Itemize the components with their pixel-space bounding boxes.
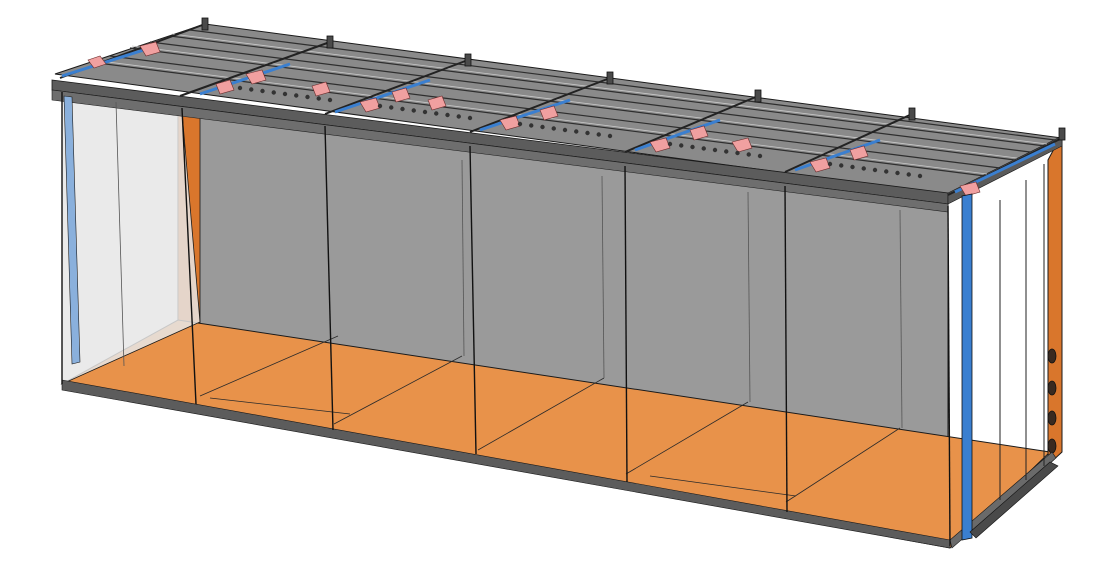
bolt xyxy=(724,149,729,154)
bracket xyxy=(649,137,671,153)
bolt xyxy=(411,108,416,113)
right-blue-post xyxy=(961,193,973,541)
bolt xyxy=(377,103,383,109)
bracket xyxy=(427,95,447,111)
bolt xyxy=(574,129,579,134)
bracket xyxy=(215,79,235,95)
bolt xyxy=(850,164,855,170)
bolt xyxy=(422,109,428,115)
bolt xyxy=(701,146,706,151)
bolt xyxy=(607,133,613,139)
bracket xyxy=(245,69,267,85)
lift-lugs xyxy=(201,17,1066,141)
right-end-frames xyxy=(999,164,1045,500)
bolt xyxy=(884,169,889,174)
bolt xyxy=(517,121,523,127)
lift-lug xyxy=(908,107,916,121)
bolt xyxy=(757,153,763,159)
bracket xyxy=(139,41,161,57)
bolt xyxy=(400,106,405,112)
bracket xyxy=(391,87,411,103)
right-end-frame-base xyxy=(969,461,1059,539)
bolt xyxy=(271,90,276,95)
bolt xyxy=(861,166,866,171)
bottom-frame-front xyxy=(61,379,951,549)
bolt xyxy=(294,93,299,98)
bolt xyxy=(389,105,394,110)
bracket xyxy=(809,157,831,173)
port-hole xyxy=(1047,410,1057,426)
bolt xyxy=(249,87,254,92)
bracket xyxy=(849,145,869,161)
bolt xyxy=(679,143,684,148)
bolt xyxy=(456,114,461,119)
bolt xyxy=(529,123,534,128)
port-hole xyxy=(1047,380,1057,396)
bracket xyxy=(689,125,709,141)
bracket xyxy=(959,181,981,197)
bolt xyxy=(551,126,556,131)
bolt xyxy=(260,88,265,94)
roof-bolts xyxy=(237,85,923,179)
bracket xyxy=(731,137,753,153)
bolt xyxy=(839,163,844,168)
bolt xyxy=(827,161,833,167)
bolt xyxy=(667,141,673,147)
lift-lug xyxy=(464,53,472,67)
lift-lug xyxy=(326,35,334,49)
bolt xyxy=(906,172,911,177)
blue-roof-rails xyxy=(61,46,1056,194)
bolt xyxy=(562,127,568,133)
bolt xyxy=(735,150,740,156)
lift-lug xyxy=(754,89,762,103)
lift-lug xyxy=(1058,127,1066,141)
bolt xyxy=(282,91,288,97)
port-hole xyxy=(1047,348,1057,364)
bolt xyxy=(585,130,590,136)
bolt xyxy=(327,97,333,103)
bracket xyxy=(311,81,331,97)
bolt xyxy=(596,132,601,137)
bolt xyxy=(917,173,923,179)
bolt xyxy=(467,115,473,121)
back-wall-mullions xyxy=(115,101,903,429)
floor-seams xyxy=(199,335,901,503)
bolt xyxy=(872,167,878,173)
bolt xyxy=(434,111,439,116)
lift-lug xyxy=(606,71,614,85)
bottom-frame-right xyxy=(949,451,1057,549)
bracket xyxy=(539,105,559,121)
end-panel-ports xyxy=(1047,348,1057,454)
port-hole xyxy=(1047,438,1057,454)
bolt xyxy=(445,112,450,118)
bolt xyxy=(895,170,900,176)
lift-lug xyxy=(201,17,209,31)
bolt xyxy=(540,124,545,130)
roof-brackets xyxy=(87,41,981,197)
bolt xyxy=(316,96,321,101)
bolt xyxy=(690,144,695,150)
bolt xyxy=(237,85,243,91)
left-blue-post xyxy=(63,95,81,365)
bolt xyxy=(305,94,310,100)
vertical-posts xyxy=(61,92,951,547)
bolt xyxy=(746,152,751,157)
bracket xyxy=(87,55,107,69)
bolt xyxy=(712,147,718,153)
